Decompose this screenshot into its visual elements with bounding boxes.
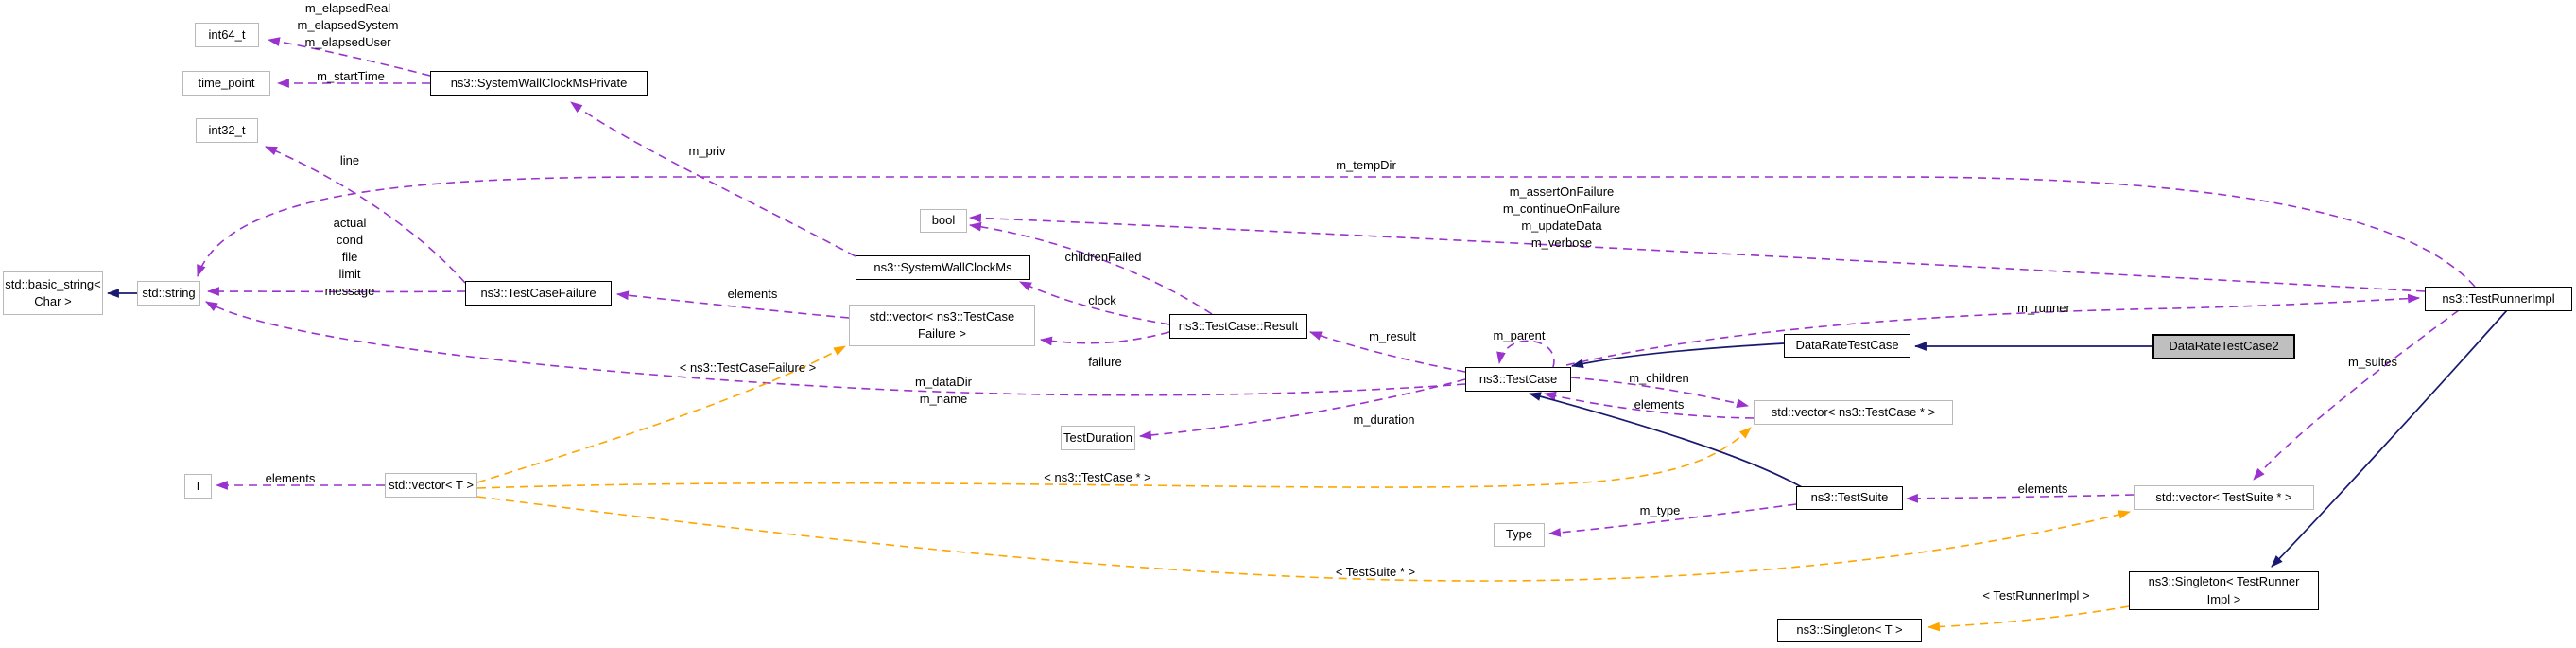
node-time_point[interactable]: time_point: [182, 71, 270, 96]
edge-label-clock: clock: [1088, 293, 1116, 308]
node-TestDuration[interactable]: TestDuration: [1061, 426, 1135, 450]
edge-label-m_children: m_children: [1629, 371, 1689, 386]
node-DataRateTestCase[interactable]: DataRateTestCase: [1784, 334, 1910, 358]
edge-label-< TestSuite * >: < TestSuite * >: [1335, 565, 1416, 580]
edge-< ns3::TestCase * >: [476, 427, 1752, 489]
edge-label-m_startTime: m_startTime: [317, 69, 385, 84]
edge-< TestRunnerImpl >: [1927, 605, 2130, 632]
edge-label-m_tempDir: m_tempDir: [1336, 158, 1396, 173]
edge-clock: [1019, 281, 1170, 325]
edge-m_type: [1547, 503, 1797, 537]
edge-label-m_parent: m_parent: [1493, 328, 1546, 343]
edge-m_runner: [1565, 293, 2421, 366]
edge-inheritance-DataRateTestCase-TestCase: [1570, 342, 1785, 369]
edge-label-< TestRunnerImpl >: < TestRunnerImpl >: [1982, 588, 2090, 604]
node-Type[interactable]: Type: [1494, 523, 1545, 547]
node-SystemWallClockMsPrivate[interactable]: ns3::SystemWallClockMsPrivate: [430, 71, 648, 96]
edge-label-childrenFailed: childrenFailed: [1064, 250, 1142, 265]
edge-label-elements: elements: [1634, 397, 1685, 412]
node-vectorT[interactable]: std::vector< T >: [385, 473, 477, 498]
node-basic_string[interactable]: std::basic_string<Char >: [3, 271, 103, 315]
edge-childrenFailed: [968, 221, 1213, 315]
edge-m_duration: [1138, 378, 1466, 440]
edge-inheritance-TestSuite-TestCase: [1528, 392, 1803, 488]
edge-label-m_priv: m_priv: [688, 144, 726, 159]
edge-m_suites: [2253, 309, 2460, 481]
node-vectorTS[interactable]: std::vector< TestSuite * >: [2134, 485, 2314, 510]
node-string[interactable]: std::string: [137, 281, 200, 306]
edge-elements: [1543, 391, 1755, 419]
edge-label-m_result: m_result: [1369, 329, 1416, 344]
node-TestSuite[interactable]: ns3::TestSuite: [1796, 486, 1903, 510]
node-SystemWallClockMs[interactable]: ns3::SystemWallClockMs: [856, 255, 1030, 280]
edge-elements: [1905, 493, 2135, 503]
node-bool[interactable]: bool: [920, 209, 967, 233]
edge-m_result: [1308, 331, 1466, 373]
node-TestRunnerImpl[interactable]: ns3::TestRunnerImpl: [2425, 287, 2572, 311]
edge-label-m_runner: m_runner: [2017, 301, 2070, 316]
node-int64_t[interactable]: int64_t: [195, 23, 259, 47]
edge-m_assertOnFailure: [968, 213, 2426, 292]
node-TestCaseFailure[interactable]: ns3::TestCaseFailure: [465, 281, 612, 306]
edge-m_children: [1570, 377, 1750, 408]
node-vectorTC[interactable]: std::vector< ns3::TestCase * >: [1754, 400, 1953, 425]
edge-label-< ns3::TestCase * >: < ns3::TestCase * >: [1044, 470, 1151, 485]
node-int32_t[interactable]: int32_t: [196, 118, 258, 143]
node-TestCase[interactable]: ns3::TestCase: [1465, 367, 1571, 392]
edge-label-m_type: m_type: [1639, 503, 1681, 518]
node-Result[interactable]: ns3::TestCase::Result: [1169, 314, 1307, 339]
edge-label-line: line: [339, 153, 360, 168]
edge-label-< ns3::TestCaseFailure >: < ns3::TestCaseFailure >: [679, 360, 817, 376]
edge-m_parent: [1496, 340, 1555, 368]
edge-label-elements: elements: [2017, 482, 2068, 497]
edge-label-failure: failure: [1088, 355, 1122, 370]
node-T[interactable]: T: [184, 474, 212, 499]
edge-m_elapsedReal: [267, 37, 431, 77]
edge-label-m_suites: m_suites: [2347, 355, 2398, 370]
edge-elements: [615, 290, 850, 319]
node-DataRateTestCase2: DataRateTestCase2: [2152, 334, 2295, 359]
edge-< ns3::TestCaseFailure >: [476, 345, 846, 483]
edge-label-elements: elements: [265, 471, 316, 486]
edge-label-m_duration: m_duration: [1353, 412, 1415, 428]
edge-m_priv: [570, 101, 856, 257]
edge-failure: [1039, 331, 1170, 346]
edge-inheritance-TestRunnerImpl-SingletonTRI: [2271, 309, 2508, 568]
edge-m_dataDir: [205, 301, 1466, 396]
edge-line: [265, 146, 466, 284]
edge-< TestSuite * >: [476, 496, 2132, 582]
edge-m_tempDir: [197, 176, 2476, 288]
edge-label-elements: elements: [727, 287, 778, 302]
node-SingletonT[interactable]: ns3::Singleton< T >: [1777, 619, 1922, 642]
